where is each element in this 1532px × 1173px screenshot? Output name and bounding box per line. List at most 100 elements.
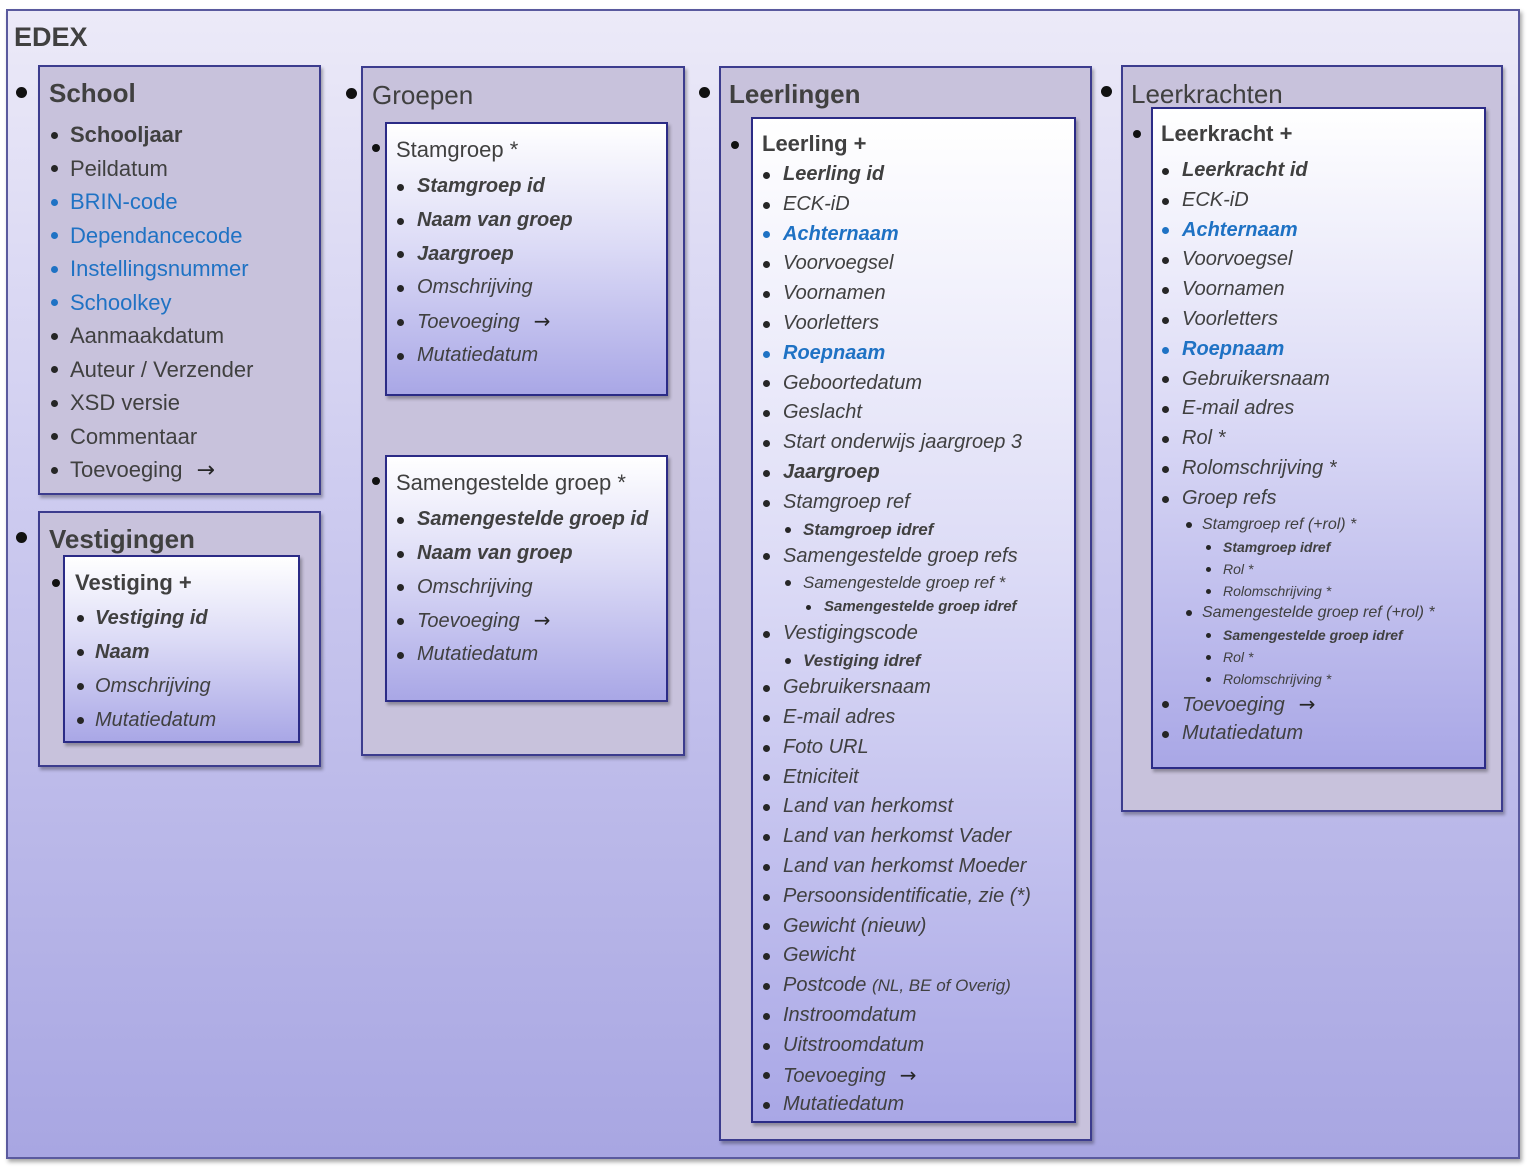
item-label: Dependancecode bbox=[70, 222, 243, 248]
samengestelde-box bbox=[385, 455, 668, 702]
list-item: Land van herkomst Vader bbox=[763, 822, 1031, 852]
list-item: Stamgroep ref (+rol) * bbox=[1186, 514, 1435, 536]
item-label: Peildatum bbox=[70, 155, 168, 181]
list-item: Rolomschrijving * bbox=[1206, 580, 1435, 602]
item-label: Rol * bbox=[1223, 560, 1254, 577]
list-item: Voorletters bbox=[1162, 305, 1435, 335]
item-label: Land van herkomst Moeder bbox=[783, 854, 1027, 877]
leerkrachten-title: Leerkrachten bbox=[1131, 79, 1283, 109]
list-item: Naam bbox=[76, 635, 216, 669]
list-item: Geslacht bbox=[763, 398, 1031, 428]
list-item: Land van herkomst Moeder bbox=[763, 852, 1031, 882]
list-item: Gewicht bbox=[763, 941, 1031, 971]
item-label: Land van herkomst bbox=[783, 795, 954, 818]
list-item: Peildatum bbox=[50, 152, 253, 186]
arrow-right-icon: → bbox=[533, 309, 551, 334]
item-label: Rolomschrijving * bbox=[1223, 670, 1332, 687]
list-item: Instroomdatum bbox=[763, 1001, 1031, 1031]
list-item: Auteur / Verzender bbox=[50, 353, 253, 387]
item-label: ECK-iD bbox=[1182, 188, 1249, 211]
item-label: Roepnaam bbox=[1182, 337, 1285, 360]
item-label: Geboortedatum bbox=[783, 371, 922, 394]
list-item: Gebruikersnaam bbox=[1162, 365, 1435, 395]
item-label: Naam van groep bbox=[417, 208, 573, 231]
school-title: School bbox=[49, 78, 136, 108]
item-label: Achternaam bbox=[1182, 218, 1298, 241]
item-label: Land van herkomst Vader bbox=[783, 825, 1012, 848]
item-label: Vestiging id bbox=[95, 607, 208, 629]
list-item: Roepnaam bbox=[1162, 335, 1435, 365]
list-item: Stamgroep id bbox=[397, 170, 573, 204]
item-label: Toevoeging bbox=[70, 457, 183, 482]
list-item: Rol * bbox=[1206, 646, 1435, 668]
list-item: Voornamen bbox=[763, 279, 1031, 309]
item-label: Naam van groep bbox=[417, 541, 573, 564]
item-label: Voornamen bbox=[1182, 278, 1285, 301]
arrow-right-icon: → bbox=[899, 1062, 917, 1087]
list-item: Omschrijving bbox=[396, 571, 648, 605]
list-item: Achternaam bbox=[1162, 216, 1435, 246]
vestiging-box-title: Vestiging + bbox=[75, 570, 192, 595]
item-label: Gewicht bbox=[783, 944, 856, 967]
stamgroep-box bbox=[385, 122, 668, 396]
list-item: Toevoeging→ bbox=[397, 305, 573, 339]
list-item: Naam van groep bbox=[396, 537, 648, 571]
item-label: Vestigingscode bbox=[783, 622, 918, 645]
item-label: Rolomschrijving * bbox=[1182, 456, 1337, 479]
samengestelde-bullet bbox=[372, 477, 380, 485]
item-label: Stamgroep idref bbox=[803, 519, 934, 539]
item-label: Mutatiedatum bbox=[417, 343, 539, 366]
vestigingen-title: Vestigingen bbox=[49, 524, 195, 554]
stamgroep-bullet bbox=[372, 144, 380, 152]
item-label: Stamgroep idref bbox=[1223, 538, 1331, 555]
list-item: Mutatiedatum bbox=[396, 638, 648, 672]
item-label: Geslacht bbox=[783, 401, 862, 424]
list-item: Land van herkomst bbox=[763, 792, 1031, 822]
list-item: BRIN-code bbox=[50, 185, 253, 219]
list-item: Dependancecode bbox=[50, 219, 253, 253]
item-note: (NL, BE of Overig) bbox=[871, 976, 1011, 996]
item-label: Stamgroep ref bbox=[783, 490, 910, 513]
list-item: Rol * bbox=[1162, 424, 1435, 454]
item-label: Schooljaar bbox=[70, 122, 183, 147]
list-item: Jaargroep bbox=[763, 458, 1031, 488]
item-label: Etniciteit bbox=[783, 765, 859, 788]
item-label: Leerkracht id bbox=[1182, 159, 1308, 181]
samengestelde-box-title: Samengestelde groep * bbox=[396, 470, 626, 495]
item-label: Mutatiedatum bbox=[783, 1093, 905, 1116]
leerkracht-box-title: Leerkracht + bbox=[1161, 121, 1293, 146]
list-item: Instellingsnummer bbox=[50, 252, 253, 286]
item-label: Gewicht (nieuw) bbox=[783, 914, 927, 937]
arrow-right-icon: → bbox=[1298, 691, 1316, 716]
item-label: ECK-iD bbox=[783, 192, 850, 215]
item-label: Leerling id bbox=[783, 163, 885, 185]
item-label: Rol * bbox=[1223, 648, 1254, 665]
list-item: ECK-iD bbox=[1162, 186, 1435, 216]
item-label: Jaargroep bbox=[417, 242, 514, 265]
item-label: Commentaar bbox=[70, 423, 198, 449]
item-label: Foto URL bbox=[783, 735, 869, 758]
item-label: Uitstroomdatum bbox=[783, 1033, 925, 1056]
list-item: Voorvoegsel bbox=[1162, 245, 1435, 275]
item-label: Naam bbox=[95, 641, 150, 663]
leerling-box bbox=[751, 117, 1076, 1123]
item-label: Omschrijving bbox=[95, 675, 211, 697]
list-item: Samengestelde groep ref * bbox=[785, 571, 1031, 595]
list-item: Samengestelde groep id bbox=[396, 503, 648, 537]
leerlingen-title: Leerlingen bbox=[729, 79, 861, 109]
vestiging-bullet bbox=[52, 579, 60, 587]
item-label: Stamgroep id bbox=[417, 175, 545, 197]
list-item: Achternaam bbox=[763, 220, 1031, 250]
school-bullet bbox=[16, 87, 27, 98]
item-label: Instellingsnummer bbox=[70, 256, 249, 281]
groepen-bullet bbox=[346, 88, 357, 99]
leerling-box-title: Leerling + bbox=[762, 131, 867, 156]
item-label: Samengestelde groep idref bbox=[1223, 626, 1403, 643]
list-item: E-mail adres bbox=[1162, 394, 1435, 424]
list-item: Etniciteit bbox=[763, 763, 1031, 793]
